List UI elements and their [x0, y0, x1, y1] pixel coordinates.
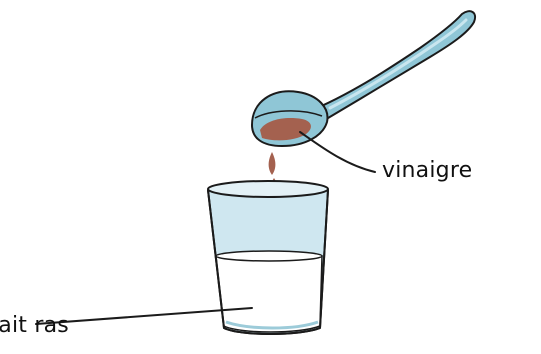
vinegar-label: vinaigre [382, 160, 472, 182]
spoon-handle [300, 11, 475, 124]
milk [216, 252, 322, 333]
vinegar-drop [269, 152, 276, 175]
milk-label: lait ras [0, 315, 69, 337]
milk-surface [216, 251, 322, 261]
glass-rim [208, 181, 328, 197]
